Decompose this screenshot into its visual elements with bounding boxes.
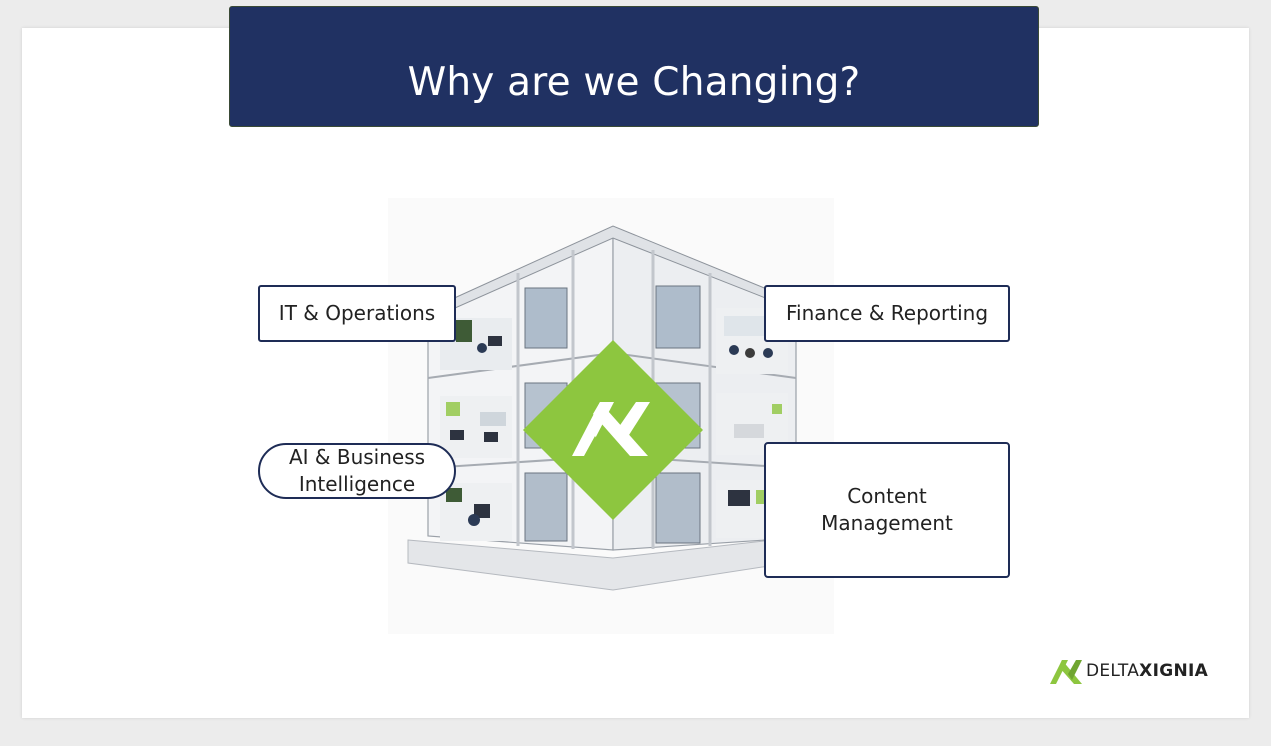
label-ai-business-intelligence: AI & Business Intelligence [258,443,456,499]
label-finance-reporting-text: Finance & Reporting [785,301,989,325]
label-it-operations: IT & Operations [258,285,456,342]
label-content-management: Content Management [764,442,1010,578]
label-it-operations-text: IT & Operations [278,301,436,325]
deltaxignia-diamond-icon [523,340,703,520]
deltaxignia-logo: DELTAXIGNIA [1048,656,1208,686]
label-finance-reporting: Finance & Reporting [764,285,1010,342]
office-building-illustration [388,198,834,634]
logo-part1: DELTA [1086,661,1140,681]
deltaxignia-logo-icon [1050,660,1082,684]
title-banner: Why are we Changing? [229,6,1039,127]
label-ai-bi-text: AI & Business Intelligence [288,445,426,496]
logo-part2: XIGNIA [1139,661,1209,681]
label-content-management-text: Content Management [821,484,953,535]
logo-wordmark: DELTAXIGNIA [1086,661,1208,681]
slide-title: Why are we Changing? [407,60,861,105]
